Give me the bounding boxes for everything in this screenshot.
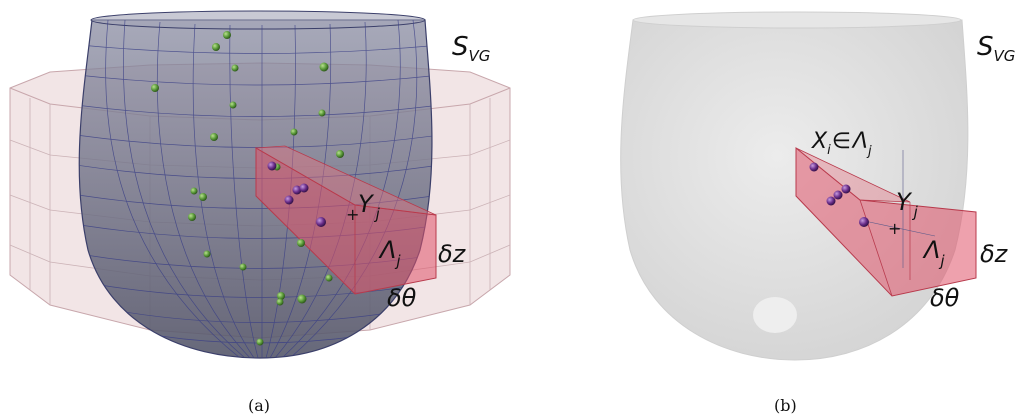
center-marker-b: + [888,219,901,238]
sample-point [276,298,284,306]
sample-point [277,292,285,300]
region-label-a: Λj [378,236,401,270]
sector-point [299,183,309,193]
sample-point [319,62,329,72]
sample-point [212,43,220,51]
purple-points-a [267,161,326,227]
sector-point [292,185,302,195]
sector-point [833,190,843,200]
sample-point [290,128,298,136]
sample-point [229,101,237,109]
dtheta-label-a: δθ [387,284,417,312]
region-label-b: Λj [922,236,945,270]
sector-region-b [795,146,977,297]
sector-point [809,162,819,172]
sample-point [297,294,307,304]
sector-point [826,196,836,206]
dz-label-b: δz [980,240,1009,268]
sector-point [316,217,326,227]
sample-point [297,239,305,247]
dtheta-label-b: δθ [930,284,960,312]
vessel-surface-b [620,11,969,361]
sector-point [267,161,277,171]
green-points-a [151,31,344,346]
sample-point [231,64,239,72]
sample-point [318,109,326,117]
caption-b: (b) [774,396,797,415]
sector-point [859,217,869,227]
sample-point [223,31,231,39]
surface-label-a: SVG [452,32,490,65]
purple-points-b [809,162,869,227]
sample-point [151,84,159,92]
surface-label-b: SVG [977,32,1015,65]
sector-region-a [254,145,437,295]
sample-point [190,187,198,195]
sample-point [336,150,344,158]
panel-a: + SVG Yj Λj δz δθ (a) [9,10,511,415]
sample-point [256,338,264,346]
sample-set-label-b: Xi∈Λj [811,129,872,159]
sample-point [210,133,218,141]
caption-a: (a) [248,396,270,415]
sector-point [284,195,294,205]
sample-point [188,213,196,221]
sample-point [203,250,211,258]
sample-point [325,274,333,282]
sector-point [841,184,851,194]
dz-label-a: δz [438,240,467,268]
center-marker-a: + [346,205,359,224]
sample-point [239,263,247,271]
sample-point [199,193,207,201]
